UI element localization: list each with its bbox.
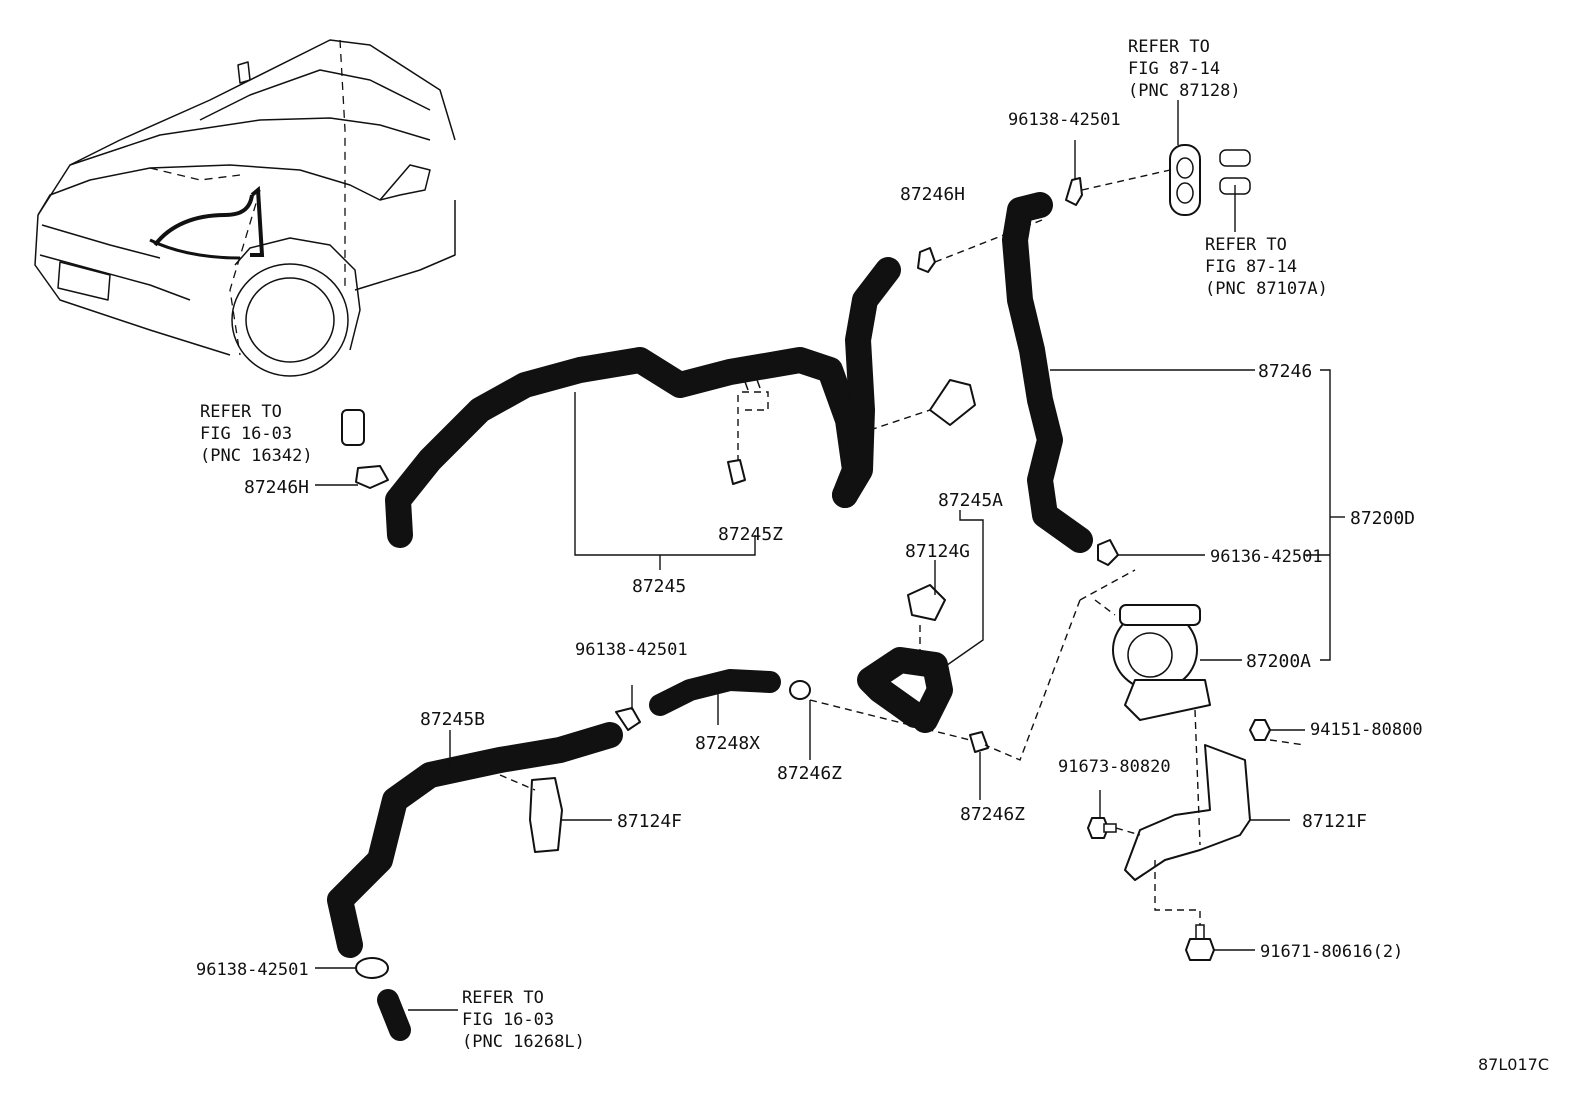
clamp-96138-top[interactable] <box>1065 177 1083 206</box>
hose-87248x <box>649 669 781 716</box>
grommet-top[interactable] <box>1169 144 1201 216</box>
label-96138-bottom[interactable]: 96138-42501 <box>196 960 309 980</box>
label-96138-mid[interactable]: 96138-42501 <box>575 640 688 660</box>
clip-87124g[interactable] <box>907 584 946 621</box>
label-87245a[interactable]: 87245A <box>938 490 1003 511</box>
label-87246h-top[interactable]: 87246H <box>900 184 965 205</box>
refer-16342-line3: (PNC 16342) <box>200 446 313 466</box>
label-87246z-b[interactable]: 87246Z <box>960 804 1025 825</box>
callout-refer-16268l: REFER TO FIG 16-03 (PNC 16268L) <box>462 988 585 1052</box>
clamp-87246h-left[interactable] <box>355 465 389 489</box>
refer-16342-line2: FIG 16-03 <box>200 424 292 444</box>
hose-87245-assembly <box>385 257 901 548</box>
label-87200d[interactable]: 87200D <box>1350 508 1415 529</box>
bolt-91673[interactable] <box>1087 817 1117 839</box>
sensor-16342 <box>341 409 365 446</box>
bracket-87124-top[interactable] <box>929 379 976 426</box>
diagram-id: 87L017C <box>1478 1055 1549 1074</box>
callout-refer-87128: REFER TO FIG 87-14 (PNC 87128) <box>1128 37 1241 101</box>
refer-16268l-line3: (PNC 16268L) <box>462 1032 585 1052</box>
bolt-91671[interactable] <box>1185 924 1215 961</box>
clamp-87246h-top[interactable] <box>917 247 936 273</box>
pipe-16268l <box>377 989 411 1041</box>
refer-87128-line2: FIG 87-14 <box>1128 59 1220 79</box>
label-87121f[interactable]: 87121F <box>1302 811 1367 832</box>
hose-87245b <box>327 722 623 958</box>
label-87124f[interactable]: 87124F <box>617 811 682 832</box>
refer-16268l-line2: FIG 16-03 <box>462 1010 554 1030</box>
clamp-87246z-b[interactable] <box>969 731 989 753</box>
label-87246z-a[interactable]: 87246Z <box>777 763 842 784</box>
clamp-96138-mid[interactable] <box>615 707 641 731</box>
callout-refer-16342: REFER TO FIG 16-03 (PNC 16342) <box>200 402 313 466</box>
bracket-87121f[interactable] <box>1124 744 1251 881</box>
label-87248x[interactable]: 87248X <box>695 733 760 754</box>
refer-87128-line3: (PNC 87128) <box>1128 81 1241 101</box>
label-96136[interactable]: 96136-42501 <box>1210 547 1323 567</box>
label-87124g[interactable]: 87124G <box>905 541 970 562</box>
clamp-96138-bottom[interactable] <box>355 957 389 979</box>
label-96138-top[interactable]: 96138-42501 <box>1008 110 1121 130</box>
label-94151[interactable]: 94151-80800 <box>1310 720 1423 740</box>
label-87246[interactable]: 87246 <box>1258 361 1312 382</box>
label-87200a[interactable]: 87200A <box>1246 651 1311 672</box>
label-87245z[interactable]: 87245Z <box>718 524 783 545</box>
refer-16268l-line1: REFER TO <box>462 988 544 1008</box>
refer-87128-line1: REFER TO <box>1128 37 1210 57</box>
hose-87245a <box>857 647 953 733</box>
clamp-96136[interactable] <box>1097 539 1119 566</box>
callout-refer-87107a: REFER TO FIG 87-14 (PNC 87107A) <box>1205 235 1328 299</box>
nut-94151[interactable] <box>1249 719 1271 741</box>
refer-87107a-line3: (PNC 87107A) <box>1205 279 1328 299</box>
label-87245[interactable]: 87245 <box>632 576 686 597</box>
clip-87124f[interactable] <box>529 777 563 853</box>
label-91673[interactable]: 91673-80820 <box>1058 757 1171 777</box>
pump-87200a[interactable] <box>1112 604 1211 721</box>
clip-87245z[interactable] <box>727 459 746 485</box>
refer-16342-line1: REFER TO <box>200 402 282 422</box>
label-91671[interactable]: 91671-80616(2) <box>1260 942 1403 962</box>
refer-87107a-line2: FIG 87-14 <box>1205 257 1297 277</box>
leader-lines <box>315 100 1345 1011</box>
label-87246h-left[interactable]: 87246H <box>244 477 309 498</box>
vehicle-illustration <box>34 39 456 377</box>
hose-87246 <box>1002 192 1093 553</box>
refer-87107a-line1: REFER TO <box>1205 235 1287 255</box>
label-87245b[interactable]: 87245B <box>420 709 485 730</box>
clamp-87246z-a[interactable] <box>789 680 811 700</box>
